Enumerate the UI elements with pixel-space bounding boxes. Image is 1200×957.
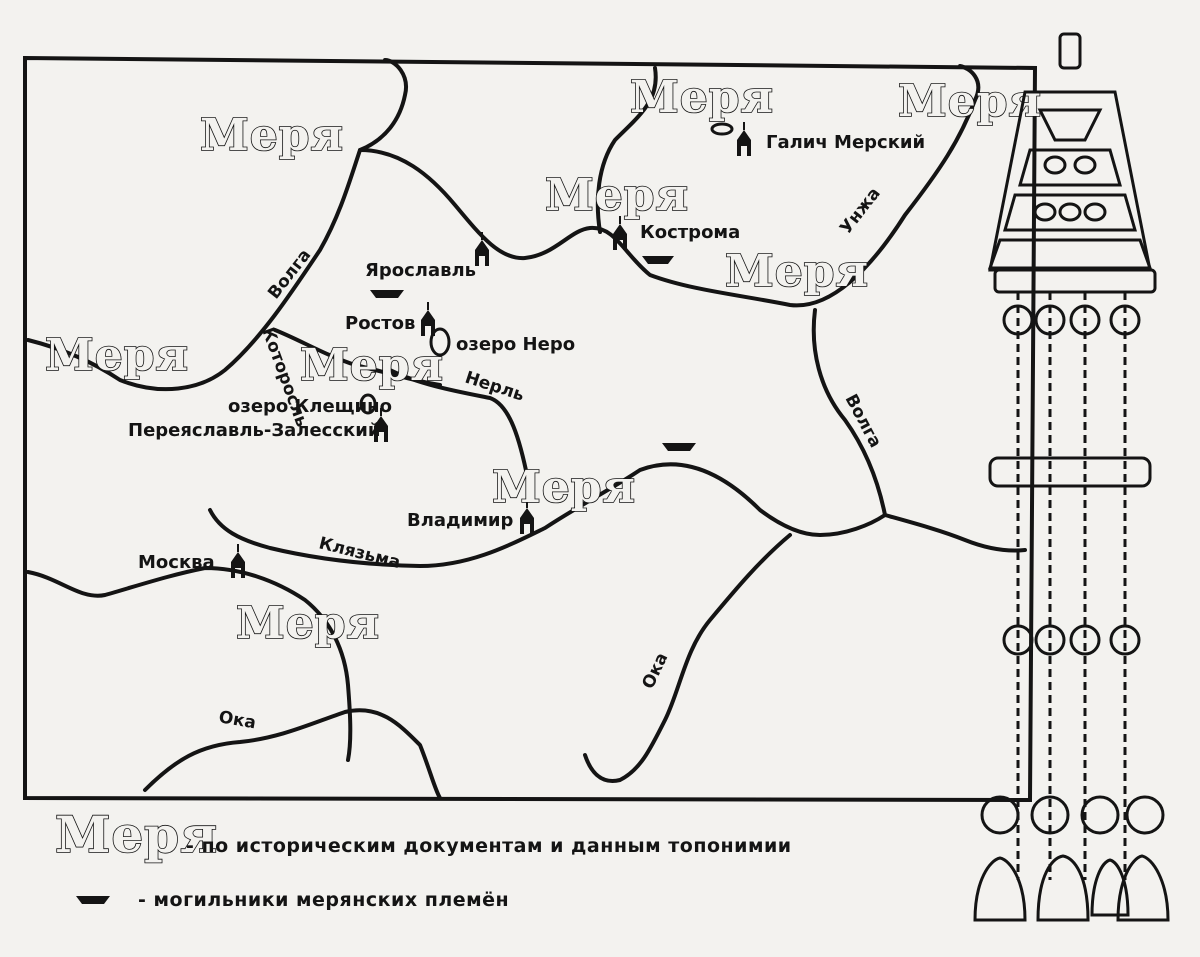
lake-galich <box>710 122 734 136</box>
church-icon-rostov <box>421 302 435 336</box>
lake-kleshchino <box>359 393 377 415</box>
place-label-moskva: Москва <box>138 552 215 573</box>
church-icon-yaroslavl <box>475 232 489 266</box>
place-label-kostroma: Кострома <box>640 222 740 243</box>
river-volga-upper <box>26 58 408 392</box>
tribe-label: Меря <box>545 170 689 221</box>
place-label-galich: Галич Мерский <box>766 132 925 153</box>
legend-tribe-word: Меря <box>55 805 218 864</box>
tribe-label: Меря <box>236 598 380 649</box>
tribe-label: Меря <box>492 462 636 513</box>
burial-marker-kostroma <box>642 256 674 264</box>
tribe-label: Меря <box>898 76 1042 127</box>
burial-marker-center <box>662 443 696 451</box>
river-volga-tributary <box>595 66 658 234</box>
lake-nero <box>429 327 451 357</box>
river-oka-east <box>583 533 792 783</box>
pendant-ornament <box>973 32 1170 922</box>
river-label-klyazma: Клязьма <box>317 533 403 573</box>
place-label-pereslavl: Переяславль-Залесский <box>128 420 380 441</box>
river-volga-east <box>811 308 1027 553</box>
church-icon-galich <box>737 122 751 156</box>
place-label-nero: озеро Неро <box>456 334 575 355</box>
place-label-kleshchino: озеро Клещино <box>228 396 392 417</box>
place-label-rostov: Ростов <box>345 313 415 334</box>
river-moskva <box>26 566 353 762</box>
church-icon-pereslavl <box>374 408 388 442</box>
river-nerl <box>388 368 530 482</box>
river-oka-south <box>143 708 442 800</box>
church-icon-kostroma <box>613 216 627 250</box>
church-icon-vladimir <box>520 500 534 534</box>
river-label-oka-south: Ока <box>217 707 257 733</box>
legend-burial-marker <box>76 896 110 904</box>
place-label-vladimir: Владимир <box>407 510 514 531</box>
church-icon-moskva <box>231 544 245 578</box>
map-frame <box>23 55 1038 803</box>
place-label-yaroslavl: Ярославль <box>365 260 476 281</box>
legend-burial-description: - могильники мерянских племён <box>138 889 509 911</box>
tribe-label: Меря <box>45 330 189 381</box>
river-label-oka-east: Ока <box>638 650 672 692</box>
tribe-label: Меря <box>630 72 774 123</box>
burial-marker-yaroslavl <box>370 290 404 298</box>
river-label-unzha: Унжа <box>836 184 885 238</box>
legend-tribe-description: - по историческим документам и данным то… <box>186 835 792 857</box>
tribe-label: Меря <box>200 110 344 161</box>
river-klyazma <box>208 462 887 568</box>
river-volga-middle <box>358 64 981 308</box>
tribe-label: Меря <box>725 246 869 297</box>
tribe-label: Меря <box>300 340 444 391</box>
